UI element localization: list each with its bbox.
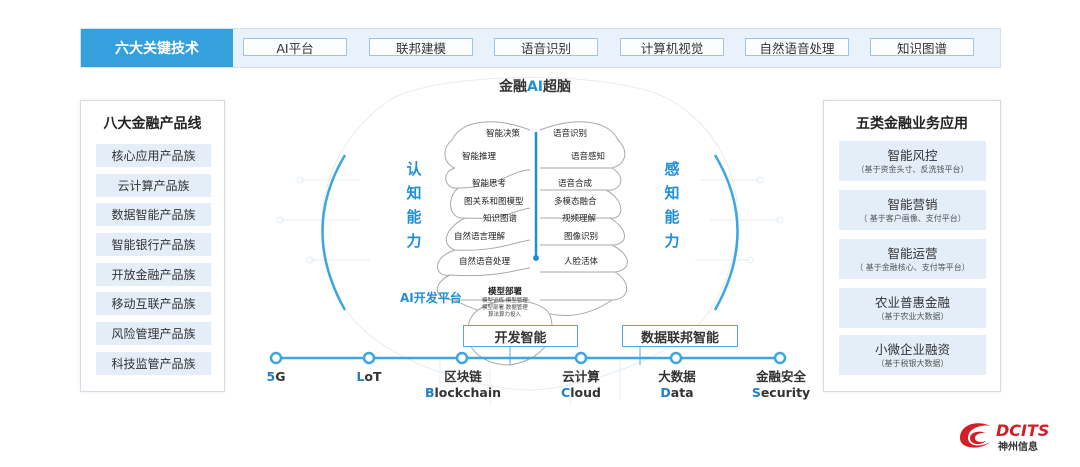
brain-title: 金融AI超脑 bbox=[470, 76, 600, 96]
timeline-label-5g: 5G bbox=[267, 369, 286, 385]
timeline-rest: G bbox=[275, 369, 286, 384]
label-char: 知 bbox=[664, 184, 680, 202]
business-app-basis: （ 基于客户画像、支付平台） bbox=[859, 213, 966, 223]
timeline-initial: 5 bbox=[266, 369, 276, 384]
timeline-label-iot: LoT bbox=[356, 369, 381, 385]
brain-node: 自然语音处理 bbox=[459, 257, 511, 267]
timeline-initial: S bbox=[751, 385, 761, 400]
business-app-name: 智能风控 bbox=[887, 147, 938, 163]
timeline-cn: 区块链 bbox=[444, 369, 482, 384]
product-line-item: 开放金融产品族 bbox=[96, 263, 211, 286]
brain-node: 自然语言理解 bbox=[454, 232, 506, 242]
timeline-initial: C bbox=[561, 385, 571, 400]
business-app-name: 智能营销 bbox=[887, 196, 938, 212]
timeline-cn: 大数据 bbox=[658, 369, 696, 384]
brain-title-prefix: 金融 bbox=[498, 79, 527, 95]
brain-node: 智能决策 bbox=[486, 129, 521, 139]
business-app-basis: （ 基于金融核心、支付等平台） bbox=[855, 262, 970, 272]
timeline-rest: lockchain bbox=[434, 385, 502, 400]
ai-dev-platform-label: AI开发平台 bbox=[400, 291, 462, 305]
tech-item: 语音识别 bbox=[494, 38, 598, 56]
timeline-initial: L bbox=[356, 369, 365, 384]
key-tech-title: 六大关键技术 bbox=[81, 29, 233, 67]
logo-cn-text: 神州信息 bbox=[998, 442, 1038, 453]
timeline-label-blockchain: 区块链 Blockchain bbox=[425, 369, 501, 401]
product-lines-panel: 八大金融产品线 核心应用产品族 云计算产品族 数据智能产品族 智能银行产品族 开… bbox=[80, 100, 225, 392]
model-sub-item: 算法算力投入 bbox=[488, 312, 522, 318]
model-deploy-node: 模型部署 bbox=[488, 287, 523, 297]
dev-intelligence-box: 开发智能 bbox=[463, 325, 578, 347]
business-app-item: 智能运营 （ 基于金融核心、支付等平台） bbox=[839, 239, 986, 279]
label-char: 力 bbox=[406, 232, 422, 250]
label-char: 能 bbox=[664, 208, 680, 226]
federated-intelligence-box: 数据联邦智能 bbox=[622, 325, 738, 347]
perception-ability-label: 感 知 能 力 bbox=[663, 157, 681, 253]
product-line-item: 智能银行产品族 bbox=[96, 233, 211, 256]
label-char: 能 bbox=[406, 208, 422, 226]
brain-node: 视频理解 bbox=[562, 214, 597, 224]
product-line-item: 数据智能产品族 bbox=[96, 203, 211, 226]
product-line-item: 核心应用产品族 bbox=[96, 144, 211, 167]
business-app-name: 农业普惠金融 bbox=[874, 294, 950, 310]
label-char: 认 bbox=[406, 160, 422, 178]
dcits-logo: DCITS bbox=[960, 421, 1049, 448]
business-apps-panel: 五类金融业务应用 智能风控 （基于资金头寸、反洗钱平台） 智能营销 （ 基于客户… bbox=[823, 100, 1001, 392]
tech-item: AI平台 bbox=[243, 38, 347, 56]
timeline-initial: D bbox=[660, 385, 671, 400]
business-app-basis: （基于农业大数据） bbox=[876, 311, 949, 321]
model-sub-item: 模型训练 模型管理 bbox=[482, 298, 528, 304]
timeline-rest: ata bbox=[670, 385, 694, 400]
brain-graphic bbox=[269, 77, 787, 405]
tech-list: AI平台 联邦建模 语音识别 计算机视觉 自然语音处理 知识图谱 bbox=[243, 38, 1000, 58]
timeline-cn: 云计算 bbox=[562, 369, 600, 384]
timeline-cn: 金融安全 bbox=[755, 369, 806, 384]
brain-node: 语音识别 bbox=[553, 129, 588, 139]
label-char: 力 bbox=[664, 232, 680, 250]
timeline-label-security: 金融安全 Security bbox=[752, 369, 810, 401]
brain-node: 图关系和图模型 bbox=[464, 197, 524, 207]
business-app-name: 小微企业融资 bbox=[874, 341, 950, 357]
brain-node: 智能思考 bbox=[472, 179, 507, 189]
business-app-item: 智能营销 （ 基于客户画像、支付平台） bbox=[839, 190, 986, 230]
business-apps-title: 五类金融业务应用 bbox=[856, 116, 968, 132]
product-line-item: 科技监管产品族 bbox=[96, 352, 211, 375]
brain-node: 图像识别 bbox=[564, 232, 599, 242]
model-sub-item: 模型部署 数据管理 bbox=[482, 305, 528, 311]
product-lines-title: 八大金融产品线 bbox=[103, 116, 202, 132]
timeline-rest: loud bbox=[570, 385, 601, 400]
tech-item: 联邦建模 bbox=[369, 38, 473, 56]
business-app-name: 智能运营 bbox=[887, 245, 938, 261]
brain-title-ai: AI bbox=[526, 79, 544, 95]
cognitive-ability-label: 认 知 能 力 bbox=[405, 157, 423, 253]
label-char: 知 bbox=[406, 184, 422, 202]
product-line-item: 风险管理产品族 bbox=[96, 322, 211, 345]
brain-node: 语音合成 bbox=[558, 179, 593, 189]
brain-node: 多模态融合 bbox=[554, 197, 597, 207]
timeline-rest: oT bbox=[364, 369, 382, 384]
brain-node: 人脸活体 bbox=[564, 257, 599, 267]
timeline-initial: B bbox=[424, 385, 435, 400]
business-app-item: 农业普惠金融 （基于农业大数据） bbox=[839, 288, 986, 328]
business-app-item: 智能风控 （基于资金头寸、反洗钱平台） bbox=[839, 141, 986, 181]
tech-item: 知识图谱 bbox=[870, 38, 974, 56]
tech-item: 计算机视觉 bbox=[620, 38, 724, 56]
brain-node: 智能推理 bbox=[462, 152, 497, 162]
tech-item: 自然语音处理 bbox=[745, 38, 849, 56]
timeline-label-data: 大数据 Data bbox=[658, 369, 696, 401]
timeline-rest: ecurity bbox=[760, 385, 811, 400]
business-app-item: 小微企业融资 （基于税银大数据） bbox=[839, 335, 986, 375]
logo-wordmark: DCITS bbox=[996, 421, 1049, 440]
brain-node: 语音感知 bbox=[571, 152, 606, 162]
product-line-item: 移动互联产品族 bbox=[96, 292, 211, 315]
brain-title-suffix: 超脑 bbox=[543, 79, 572, 95]
business-app-basis: （基于税银大数据） bbox=[876, 358, 949, 368]
business-app-basis: （基于资金头寸、反洗钱平台） bbox=[856, 164, 969, 174]
label-char: 感 bbox=[664, 160, 680, 178]
timeline-label-cloud: 云计算 Cloud bbox=[561, 369, 601, 401]
brain-node: 知识图谱 bbox=[483, 214, 518, 224]
product-line-item: 云计算产品族 bbox=[96, 174, 211, 197]
key-tech-bar: 六大关键技术 AI平台 联邦建模 语音识别 计算机视觉 自然语音处理 知识图谱 bbox=[80, 28, 1001, 68]
